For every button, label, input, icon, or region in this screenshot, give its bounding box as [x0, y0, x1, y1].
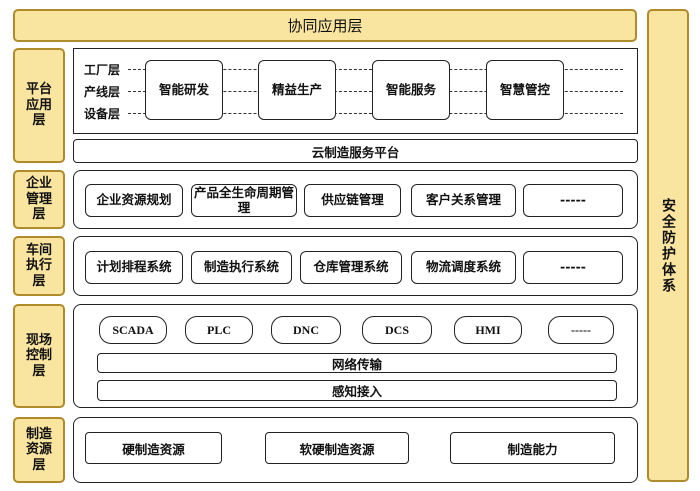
resource-item-soft: 软硬制造资源: [265, 432, 409, 464]
enterprise-item-crm: 客户关系管理: [411, 184, 516, 217]
field-item-hmi: HMI: [454, 316, 522, 344]
app-box-control: 智慧管控: [486, 60, 564, 120]
workshop-item-wms: 仓库管理系统: [300, 251, 402, 284]
layer-label-resource: 制造资源层: [13, 417, 65, 483]
sensing-access-bar: 感知接入: [97, 380, 617, 401]
sub-layer-line: 产线层: [84, 85, 121, 99]
resource-item-hard: 硬制造资源: [85, 432, 222, 464]
layer-label-workshop: 车间执行层: [13, 236, 65, 296]
layer-label-platform: 平台应用层: [13, 48, 65, 163]
sub-layer-device: 设备层: [84, 107, 121, 121]
top-banner: 协同应用层: [13, 9, 637, 42]
workshop-item-aps: 计划排程系统: [85, 251, 183, 284]
app-box-production: 精益生产: [258, 60, 336, 120]
network-transport-bar: 网络传输: [97, 353, 617, 373]
enterprise-item-erp: 企业资源规划: [85, 184, 183, 217]
enterprise-item-plm: 产品全生命周期管理: [191, 184, 297, 217]
layer-label-field: 现场控制层: [13, 304, 65, 408]
workshop-item-tms: 物流调度系统: [411, 251, 516, 284]
enterprise-item-scm: 供应链管理: [304, 184, 401, 217]
sub-layer-factory: 工厂层: [84, 63, 121, 77]
cloud-platform-bar: 云制造服务平台: [73, 139, 638, 163]
security-column: 安全防护体系: [647, 9, 689, 482]
workshop-item-mes: 制造执行系统: [191, 251, 292, 284]
layer-label-enterprise: 企业管理层: [13, 170, 65, 229]
top-banner-label: 协同应用层: [287, 17, 363, 35]
app-box-service: 智能服务: [372, 60, 450, 120]
security-label: 安全防护体系: [660, 197, 676, 294]
workshop-item-more: -----: [523, 251, 623, 284]
resource-item-capability: 制造能力: [450, 432, 615, 464]
field-item-dnc: DNC: [271, 316, 341, 344]
field-item-scada: SCADA: [99, 316, 167, 344]
app-box-rd: 智能研发: [145, 60, 223, 120]
field-item-dcs: DCS: [362, 316, 432, 344]
field-item-more: -----: [548, 316, 614, 344]
enterprise-item-more: -----: [523, 184, 623, 217]
field-item-plc: PLC: [185, 316, 253, 344]
